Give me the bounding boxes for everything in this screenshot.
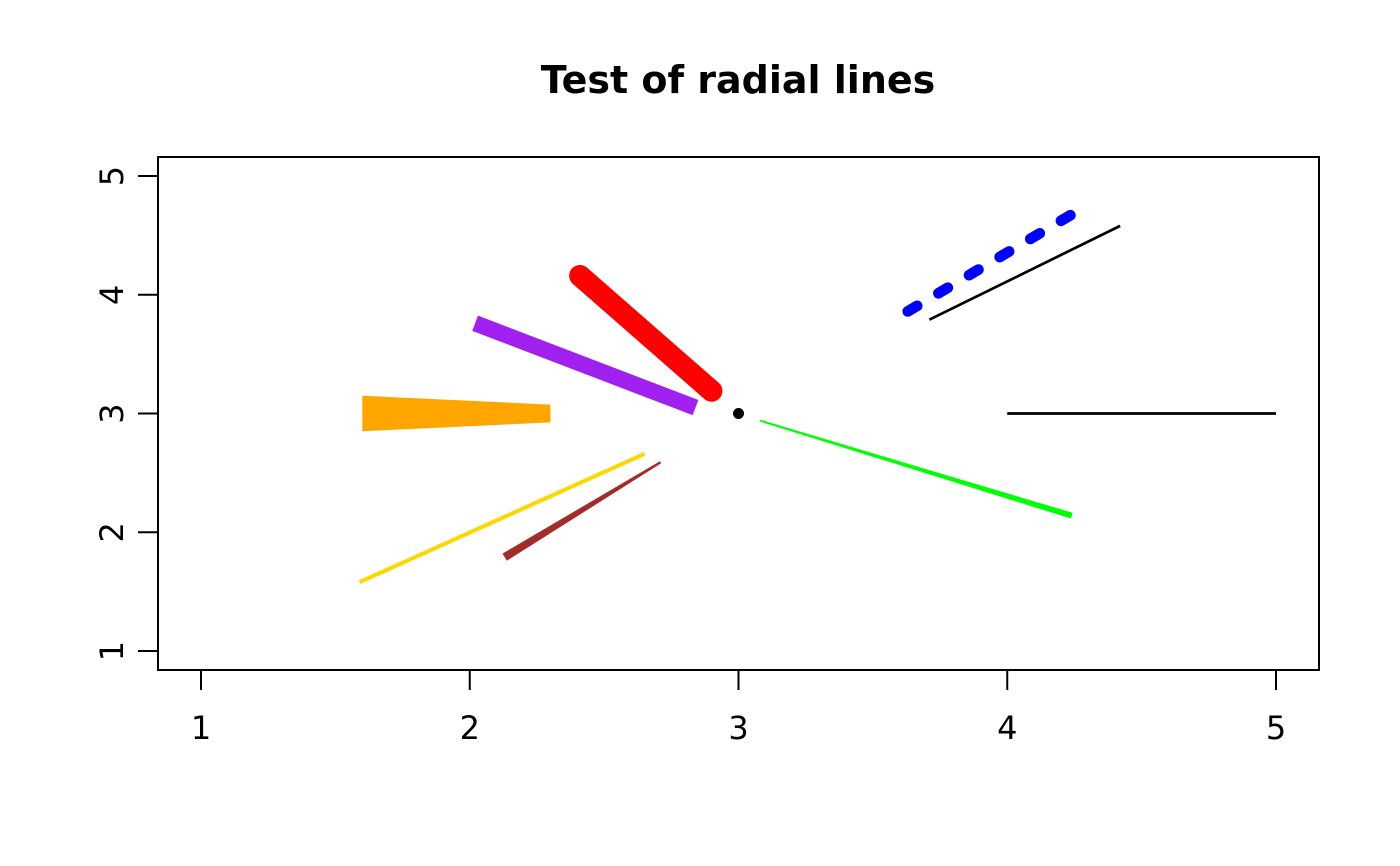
- red-radial-line: [569, 264, 723, 402]
- blue-radial-line: [902, 202, 1088, 317]
- y-axis: 1 2 3 4 5: [93, 166, 159, 661]
- center-point: [733, 408, 744, 419]
- x-tick-label: 5: [1266, 709, 1286, 747]
- orange-radial-wedge: [362, 395, 551, 432]
- x-tick-label: 4: [997, 709, 1017, 747]
- y-tick-label: 2: [93, 522, 131, 542]
- x-tick-label: 2: [460, 709, 480, 747]
- gold-radial-line: [358, 452, 646, 584]
- y-tick-label: 1: [93, 641, 131, 661]
- data-marks: [358, 202, 1276, 584]
- y-tick-label: 4: [93, 285, 131, 305]
- brown-radial-wedge: [502, 461, 662, 561]
- x-tick-label: 1: [191, 709, 211, 747]
- purple-radial-line: [472, 315, 699, 416]
- x-axis: 1 2 3 4 5: [191, 669, 1286, 747]
- y-tick-label: 5: [93, 166, 131, 186]
- black-radial-line: [928, 224, 1121, 321]
- x-tick-label: 3: [728, 709, 748, 747]
- chart-title: Test of radial lines: [541, 58, 936, 102]
- y-tick-label: 3: [93, 403, 131, 423]
- green-radial-wedge: [759, 419, 1073, 519]
